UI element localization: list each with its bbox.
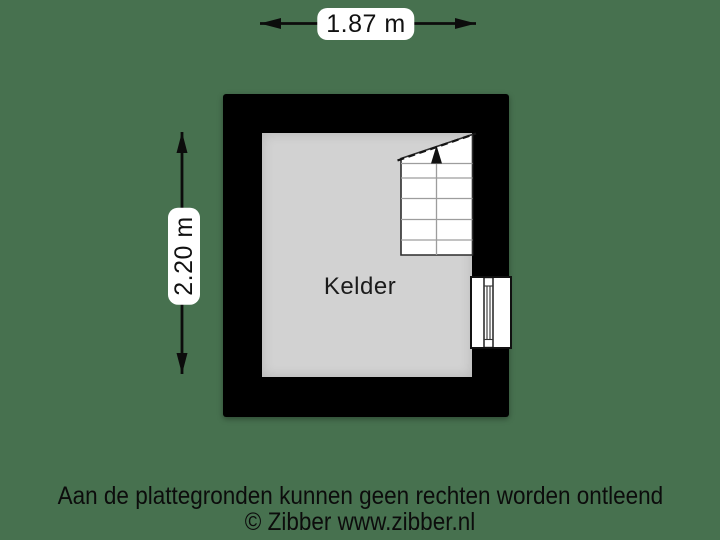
height-dimension-label: 2.20 m — [168, 207, 200, 305]
copyright-text: © Zibber www.zibber.nl — [244, 508, 476, 536]
window-frame — [483, 276, 494, 349]
window — [470, 276, 512, 349]
disclaimer-text: Aan de plattegronden kunnen geen rechten… — [57, 482, 663, 510]
arrow-left-head-icon — [260, 18, 281, 29]
width-dimension-label: 1.87 m — [317, 8, 415, 40]
arrow-up-head-icon — [176, 132, 188, 153]
arrow-down-head-icon — [176, 353, 188, 374]
headroom-dashed-line — [397, 132, 477, 162]
footer: Aan de plattegronden kunnen geen rechten… — [0, 483, 720, 535]
arrow-right-head-icon — [455, 18, 476, 29]
window-glazing — [484, 285, 493, 341]
staircase — [397, 132, 477, 256]
stairs-direction-arrow-icon — [431, 145, 442, 164]
room-label: Kelder — [323, 273, 397, 300]
staircase-steps — [401, 147, 473, 255]
